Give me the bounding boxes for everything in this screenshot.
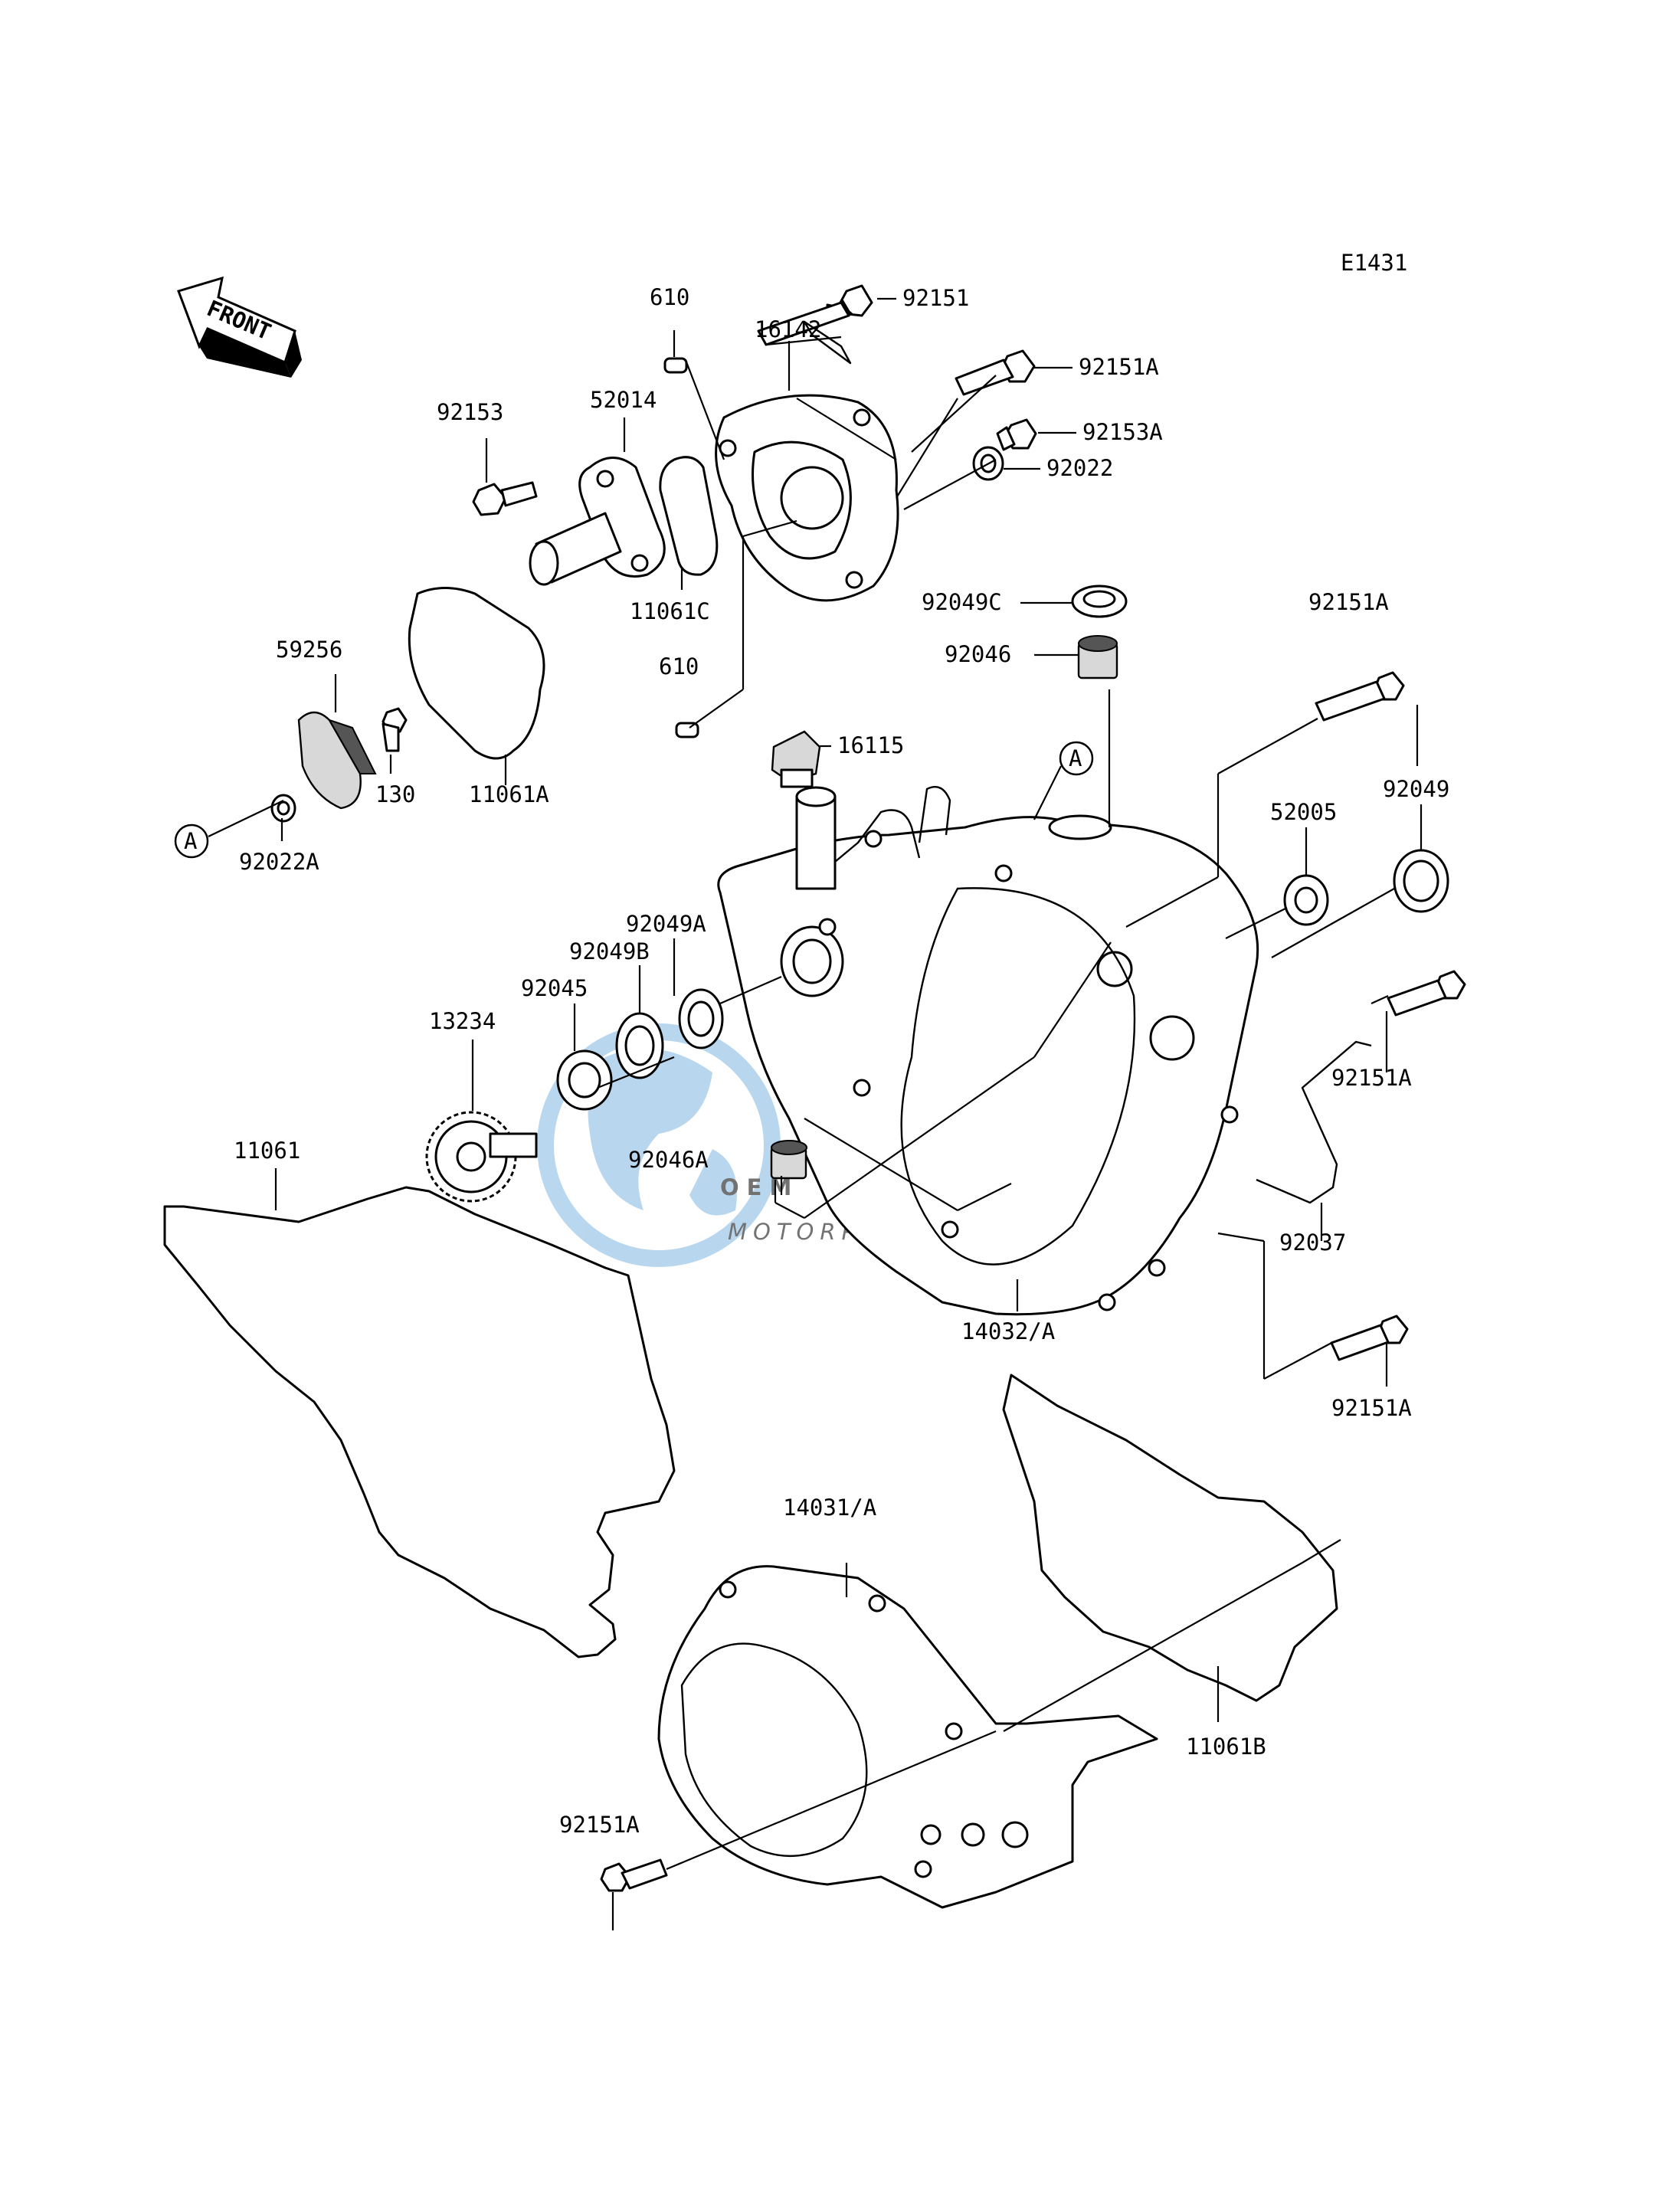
- bolt-92151A-top: [955, 349, 1036, 396]
- label-92049A: 92049A: [626, 911, 706, 937]
- left-cover-14031A: [657, 1565, 1158, 1909]
- label-92151A-upper-right: 92151A: [1308, 589, 1389, 615]
- pipe-fitting-52014: [529, 457, 666, 586]
- label-92151A-lower-right: 92151A: [1331, 1395, 1412, 1421]
- label-52014: 52014: [590, 387, 657, 413]
- label-11061: 11061: [234, 1138, 300, 1164]
- label-11061A: 11061A: [469, 781, 549, 807]
- label-92049C: 92049C: [922, 589, 1002, 615]
- label-16142: 16142: [755, 316, 821, 342]
- label-14032A: 14032/A: [961, 1318, 1055, 1344]
- label-11061C: 11061C: [630, 598, 710, 624]
- washer-92022A: [270, 794, 296, 823]
- reference-marker-A-right: A: [1059, 741, 1094, 776]
- label-92049B: 92049B: [569, 938, 650, 964]
- label-92022: 92022: [1046, 455, 1113, 481]
- label-92153: 92153: [437, 399, 503, 425]
- bearing-52005: [1283, 874, 1329, 926]
- bolt-92151A-bottom-left: [600, 1858, 668, 1892]
- label-610-top: 610: [650, 284, 689, 310]
- gasket-11061A: [408, 587, 545, 760]
- label-92045: 92045: [521, 975, 588, 1001]
- label-11061B: 11061B: [1186, 1734, 1266, 1760]
- labels: E1431 610 16142 92151 92151A 92153 52014…: [234, 250, 1449, 1838]
- seal-92049: [1393, 849, 1449, 913]
- seal-92049C: [1071, 584, 1128, 618]
- dowel-pin-610-top: [663, 357, 688, 374]
- label-13234: 13234: [429, 1008, 496, 1034]
- bearing-92045: [556, 1049, 613, 1111]
- label-52005: 52005: [1270, 799, 1337, 825]
- label-92022A: 92022A: [239, 849, 319, 875]
- impeller-59256: [297, 711, 377, 810]
- cap-16115: [771, 730, 821, 788]
- gear-13234: [425, 1111, 538, 1203]
- label-92046: 92046: [945, 641, 1011, 667]
- label-16115: 16115: [837, 732, 904, 758]
- bearing-92046: [1077, 635, 1118, 679]
- bolt-92153: [472, 481, 538, 516]
- label-92151A-bottom-left: 92151A: [559, 1812, 640, 1838]
- dowel-pin-610-bottom: [675, 722, 699, 738]
- label-92049: 92049: [1383, 776, 1449, 802]
- label-92151A-middle-right: 92151A: [1331, 1065, 1412, 1091]
- clip-92037: [1256, 1040, 1372, 1204]
- bolt-92151A-lower-right: [1330, 1315, 1409, 1361]
- right-cover-14032A: [717, 785, 1259, 1316]
- label-59256: 59256: [276, 637, 342, 663]
- reference-marker-A-left-label: A: [184, 828, 197, 854]
- gasket-11061: [163, 1186, 676, 1658]
- gasket-11061B: [1002, 1374, 1338, 1702]
- seal-92049A: [678, 988, 724, 1049]
- bolt-130: [382, 707, 408, 752]
- leader-lines: [208, 297, 1423, 1930]
- label-92151A-top: 92151A: [1079, 354, 1159, 380]
- diagram-code: E1431: [1341, 250, 1407, 276]
- label-92046A: 92046A: [628, 1147, 709, 1173]
- gasket-11061C: [659, 456, 719, 576]
- reference-marker-A-left: A: [174, 823, 209, 859]
- bearing-92046A: [770, 1140, 807, 1180]
- reference-marker-A-right-label: A: [1069, 745, 1082, 771]
- label-92153A: 92153A: [1082, 419, 1163, 445]
- part-drawings: A A: [163, 284, 1466, 1909]
- label-130: 130: [375, 781, 415, 807]
- bolt-92151A-upper-right: [1315, 671, 1405, 722]
- bolt-92153A: [996, 418, 1037, 451]
- front-arrow-icon: FRONT: [177, 276, 302, 378]
- label-92151: 92151: [902, 285, 969, 311]
- water-pump-cover-16142: [715, 394, 899, 602]
- seal-92049B: [615, 1012, 664, 1079]
- label-610-bottom: 610: [659, 653, 699, 679]
- bolt-92151A-middle-right: [1387, 970, 1466, 1017]
- label-92037: 92037: [1279, 1229, 1346, 1256]
- label-14031A: 14031/A: [783, 1495, 876, 1521]
